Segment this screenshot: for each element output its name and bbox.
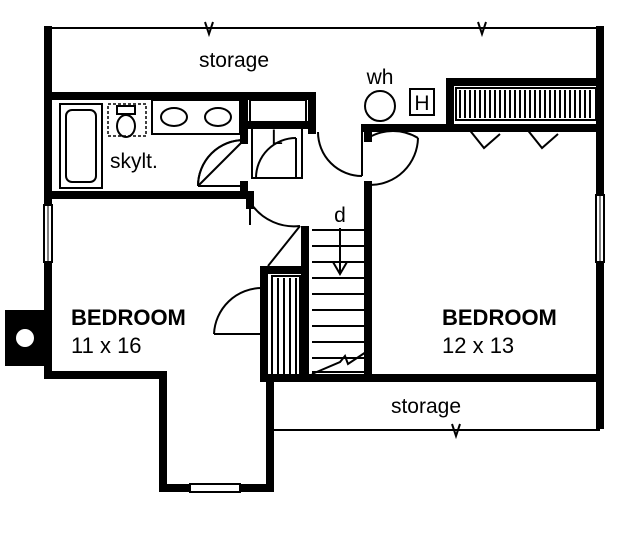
storage-bottom-label: storage — [391, 395, 461, 418]
bedroom-left-size: 11 x 16 — [71, 333, 142, 358]
vanity — [151, 99, 241, 135]
stair-direction-label: d — [334, 204, 346, 227]
bathtub — [59, 103, 103, 189]
storage-boundaries — [48, 21, 600, 440]
hvac-label: H — [414, 92, 429, 115]
closet-rod-right — [455, 87, 597, 150]
storage-top-label: storage — [199, 49, 269, 72]
bedroom-right-size: 12 x 13 — [442, 333, 514, 358]
bedroom-left-name: BEDROOM — [71, 305, 186, 330]
doors — [197, 129, 419, 335]
water-heater-label: wh — [366, 66, 394, 89]
linen-label: L — [271, 126, 283, 149]
stair-arrow — [332, 228, 348, 276]
chimney — [5, 310, 45, 366]
hvac-box — [409, 88, 435, 116]
closet-rod-left — [271, 275, 301, 377]
linen-closet — [249, 99, 307, 179]
walls — [44, 26, 604, 492]
water-heater-symbol — [364, 90, 396, 122]
toilet — [107, 103, 147, 138]
windows — [43, 194, 605, 493]
bedroom-right-name: BEDROOM — [442, 305, 557, 330]
skylight-label: skylt. — [110, 150, 158, 173]
